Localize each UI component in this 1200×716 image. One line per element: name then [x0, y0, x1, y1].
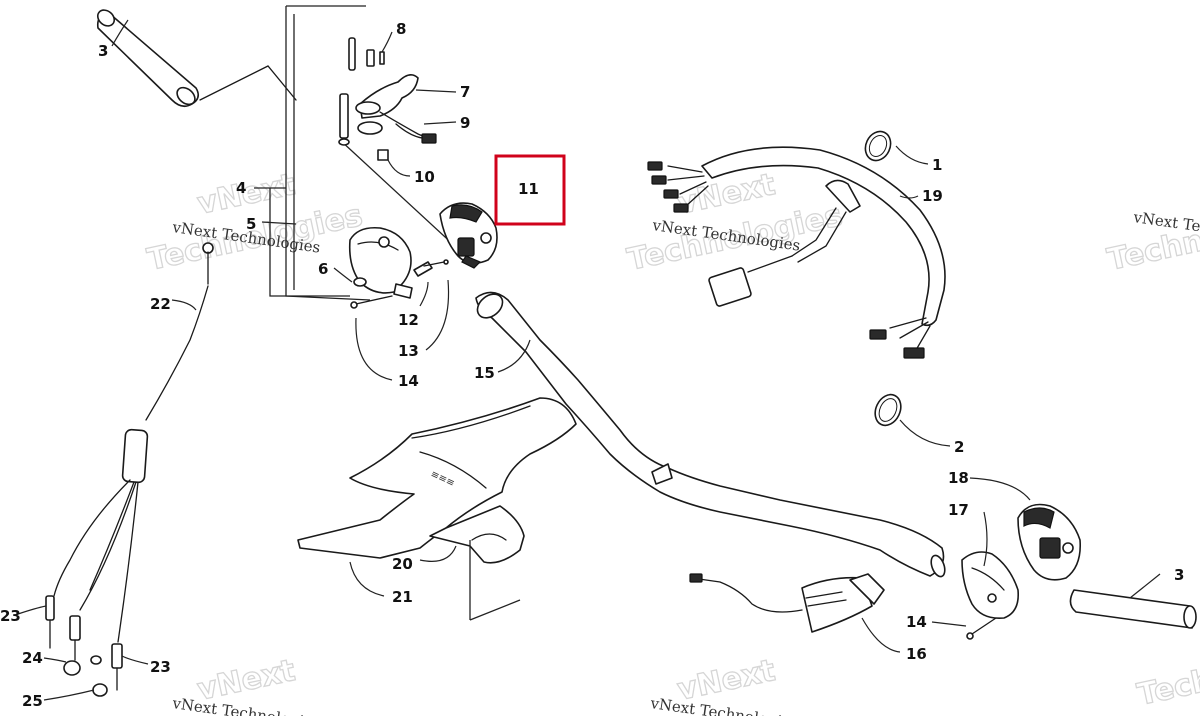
callout-18: 18 [948, 469, 969, 487]
screw-14-right [966, 617, 997, 640]
leader-lines [17, 19, 1161, 701]
callout-3-left: 3 [98, 42, 108, 60]
right-switch-housing-18[interactable] [1017, 503, 1082, 581]
callout-5: 5 [246, 215, 256, 233]
wire-connector-9 [395, 123, 437, 144]
callout-21: 21 [392, 588, 413, 606]
left-grip[interactable] [95, 7, 297, 108]
callout-14-right: 14 [906, 613, 927, 631]
clamp-1 [864, 130, 892, 162]
callout-23-right: 23 [150, 658, 171, 676]
handlebar[interactable] [473, 289, 948, 578]
callout-12: 12 [398, 311, 419, 329]
pin-part [338, 37, 389, 161]
callout-19: 19 [922, 187, 943, 205]
watermark-group: Technologies Technologies Technologies v… [144, 166, 1200, 716]
throttle-cable [45, 242, 214, 697]
clamp-2 [874, 393, 902, 427]
callout-25: 25 [22, 692, 43, 710]
screw-14-left [350, 295, 393, 309]
left-switch-housing[interactable] [348, 226, 413, 299]
callout-17: 17 [948, 501, 969, 519]
right-grip[interactable] [1069, 589, 1197, 629]
callout-16: 16 [906, 645, 927, 663]
callout-14-left: 14 [398, 372, 419, 390]
callout-15: 15 [474, 364, 495, 382]
callout-2: 2 [954, 438, 964, 456]
callout-20: 20 [392, 555, 413, 573]
callout-23-left: 23 [0, 607, 21, 625]
callout-6: 6 [318, 260, 328, 278]
callout-11: 11 [518, 180, 539, 198]
part-11-switch-housing[interactable] [439, 202, 498, 269]
handlebar-pad[interactable]: ≡≡≡ [297, 397, 577, 621]
callout-8: 8 [396, 20, 406, 38]
callout-4: 4 [236, 179, 246, 197]
callout-3-right: 3 [1174, 566, 1184, 584]
callout-7: 7 [460, 83, 470, 101]
callout-1: 1 [932, 156, 942, 174]
callout-13: 13 [398, 342, 419, 360]
callout-22: 22 [150, 295, 171, 313]
wire-harness [647, 146, 946, 359]
right-switch-housing-17[interactable] [961, 551, 1020, 620]
callout-9: 9 [460, 114, 470, 132]
callout-labels: 1 2 3 3 4 5 6 7 8 9 10 11 12 13 14 14 15… [0, 20, 1184, 710]
grip-heater[interactable] [689, 573, 885, 633]
callout-10: 10 [414, 168, 435, 186]
throttle-lever[interactable] [355, 74, 433, 141]
small-parts-12-13 [413, 259, 449, 277]
highlight-box-part-11 [494, 154, 566, 226]
watermark-big-8: Technologies [1134, 633, 1200, 713]
callout-24: 24 [22, 649, 43, 667]
